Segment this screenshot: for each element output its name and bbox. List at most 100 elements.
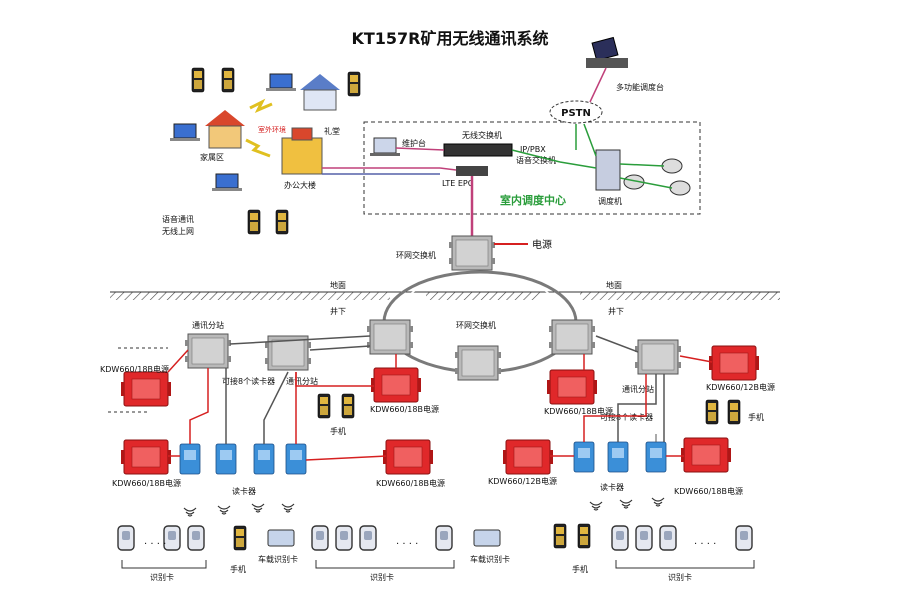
diagram-title: KT157R矿用无线通讯系统 [351, 29, 548, 48]
vehicle-card-icon [473, 529, 501, 547]
bracket [315, 560, 455, 569]
lightning-icon [245, 98, 273, 158]
handset-2-label: 手机 [748, 412, 764, 422]
auditorium-label: 礼堂 [324, 126, 340, 136]
ground-label-right: 地面 [606, 280, 622, 290]
ground-label-left: 地面 [330, 280, 346, 290]
svg-text:. . . .: . . . . [144, 536, 166, 547]
voice-label: 语音通讯 [162, 214, 194, 224]
handset-group-1 [317, 393, 355, 419]
svg-text:. . . .: . . . . [694, 536, 716, 547]
surface-links [322, 67, 673, 236]
power-unit-e [546, 369, 598, 405]
laptop-icon [170, 123, 200, 141]
ring-switch-bottom [454, 345, 502, 381]
underground-label-right: 井下 [608, 306, 624, 316]
lte-epc-icon [456, 166, 488, 176]
power-unit-g [502, 439, 554, 475]
substation-1-label: 通讯分站 [192, 320, 224, 330]
wifi-icon [251, 503, 265, 513]
power-unit-d-label: KDW660/18B电源 [376, 478, 445, 488]
ippbx-label-2: 语音交换机 [516, 155, 556, 165]
laptop-icon [212, 173, 242, 191]
vehicle-card-2-label: 车载识别卡 [470, 554, 510, 564]
phone-icon [191, 67, 235, 93]
handset-3-label: 手机 [230, 564, 246, 574]
handset-group-4 [553, 523, 591, 549]
substation-3 [634, 339, 682, 375]
power-unit-f [708, 345, 760, 381]
underground-label-left: 井下 [330, 306, 346, 316]
console-icon [586, 36, 628, 68]
power-label: 电源 [532, 238, 552, 251]
power-unit-c-label: KDW660/18B电源 [112, 478, 181, 488]
pstn-label: PSTN [561, 108, 591, 119]
home-label: 家属区 [200, 152, 224, 162]
wifi-icon [589, 501, 603, 511]
ring-switch-left [366, 319, 414, 355]
wireless-switch-icon [443, 143, 513, 157]
underground-links-right [550, 335, 713, 457]
wifi-icon [217, 505, 231, 515]
ground-hatch-left [110, 292, 390, 300]
id-card-group-2: . . . . [311, 525, 453, 551]
connect-8-readers-1: 可接8个读卡器 [222, 376, 275, 386]
power-unit-f-label: KDW660/12B电源 [706, 382, 775, 392]
handset-group-2 [705, 399, 741, 425]
substation-2-label: 通讯分站 [286, 376, 318, 386]
ring-switch-label: 环网交换机 [456, 320, 496, 330]
office-building-icon [281, 127, 323, 175]
maint-station-label: 维护台 [402, 138, 426, 148]
card-reader-1-label: 读卡器 [232, 486, 256, 496]
pstn-cloud [549, 100, 603, 124]
power-unit-h [680, 437, 732, 473]
power-unit-d [382, 439, 434, 475]
ippbx-label-1: IP/PBX [520, 145, 546, 154]
power-unit-e-label: KDW660/18B电源 [544, 406, 613, 416]
id-card-3-label: 识别卡 [668, 572, 692, 582]
power-unit-b [370, 367, 422, 403]
connect-8-readers-2: 可接8个读卡器 [600, 412, 653, 422]
id-card-1-label: 识别卡 [150, 572, 174, 582]
power-unit-g-label: KDW660/12B电源 [488, 476, 557, 486]
ground-hatch-middle [426, 292, 540, 300]
handset-icon [233, 525, 247, 551]
wireless-switch-label: 无线交换机 [462, 130, 502, 140]
bracket [615, 560, 755, 569]
ring-switch-top-label: 环网交换机 [396, 250, 436, 260]
vehicle-card-icon [267, 529, 295, 547]
substation-3-label: 通讯分站 [622, 384, 654, 394]
dispatcher-label: 调度机 [598, 196, 622, 206]
bracket [121, 560, 207, 569]
building-icon [300, 74, 340, 111]
underground-links-left [167, 335, 397, 461]
handset-1-label: 手机 [330, 426, 346, 436]
laptop-icon [266, 73, 296, 91]
dispatch-center-label: 室内调度中心 [500, 193, 566, 207]
power-unit-a-label: KDW660/18B电源 [100, 364, 169, 374]
power-unit-c [120, 439, 172, 475]
office-label: 办公大楼 [284, 180, 316, 190]
ring-switch-surface [448, 235, 496, 271]
svg-text:. . . .: . . . . [396, 536, 418, 547]
handset-4-label: 手机 [572, 564, 588, 574]
dispatcher-icon [595, 149, 621, 191]
ring-switch-right [548, 319, 596, 355]
wifi-icon [651, 497, 665, 507]
dispatch-console-label: 多功能调度台 [616, 82, 664, 92]
card-reader [645, 433, 667, 473]
substation-1 [184, 333, 232, 369]
wifi-icon [619, 499, 633, 509]
vehicle-card-1-label: 车载识别卡 [258, 554, 298, 564]
id-card-group-1: . . . . [117, 525, 205, 551]
card-reader-2-label: 读卡器 [600, 482, 624, 492]
outdoor-env-label: 室外环境 [258, 125, 286, 134]
wifi-icon [281, 503, 295, 513]
power-unit-h-label: KDW660/18B电源 [674, 486, 743, 496]
phone-icon [247, 209, 289, 235]
power-unit-a [120, 371, 172, 407]
id-card-group-3: . . . . [611, 525, 753, 551]
house-icon [205, 110, 245, 149]
phone-icon [347, 71, 361, 97]
